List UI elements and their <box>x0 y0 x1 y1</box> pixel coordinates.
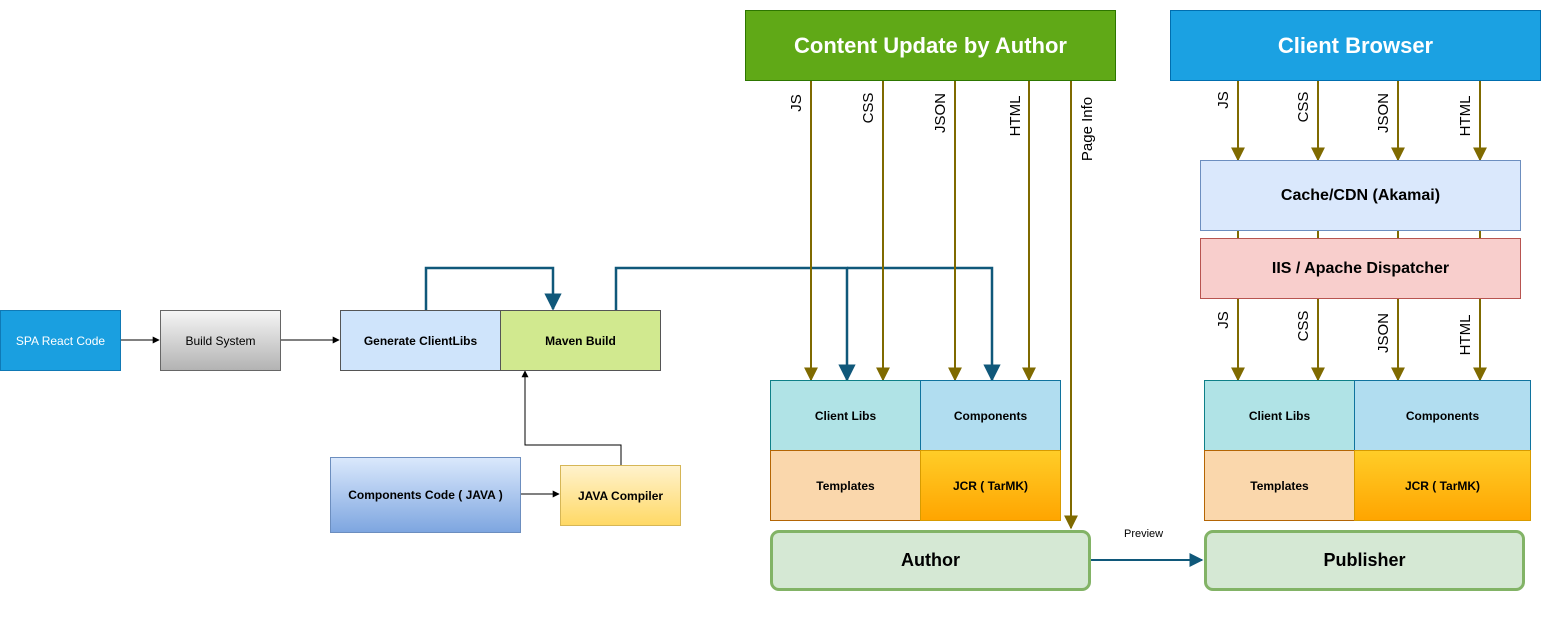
browser-flow-label-css-bottom: CSS <box>1295 308 1312 344</box>
generate-clientlibs-node: Generate ClientLibs <box>340 310 501 371</box>
browser-flow-label-json-bottom: JSON <box>1375 310 1392 356</box>
publisher-templates-cell: Templates <box>1204 450 1355 521</box>
author-flow-label-page-info: Page Info <box>1079 94 1096 164</box>
publisher-jcr-tarmk-cell: JCR ( TarMK) <box>1354 450 1531 521</box>
client-browser-node: Client Browser <box>1170 10 1541 81</box>
content-update-by-author-node: Content Update by Author <box>745 10 1116 81</box>
browser-flow-label-css-top: CSS <box>1295 89 1312 125</box>
browser-flow-label-html-top: HTML <box>1457 93 1474 139</box>
edge-compiler-to-maven <box>521 370 622 465</box>
browser-flow-label-js-bottom: JS <box>1215 309 1232 331</box>
author-flow-label-js: JS <box>788 92 805 114</box>
edge-maven-to-author-components <box>847 266 1001 382</box>
author-node: Author <box>770 530 1091 591</box>
author-flow-label-json: JSON <box>932 90 949 136</box>
maven-build-node: Maven Build <box>500 310 661 371</box>
author-templates-cell: Templates <box>770 450 921 521</box>
java-compiler-node: JAVA Compiler <box>560 465 681 526</box>
author-flow-label-html: HTML <box>1007 93 1024 139</box>
components-code-java-node: Components Code ( JAVA ) <box>330 457 521 533</box>
publisher-node: Publisher <box>1204 530 1525 591</box>
author-jcr-tarmk-cell: JCR ( TarMK) <box>920 450 1061 521</box>
browser-flow-label-js-top: JS <box>1215 89 1232 111</box>
spa-react-code-node: SPA React Code <box>0 310 121 371</box>
edge-clientlibs-to-maven <box>424 266 562 311</box>
edge-maven-to-author-clientlibs <box>614 266 856 382</box>
browser-flow-label-json-top: JSON <box>1375 90 1392 136</box>
browser-flow-label-html-bottom: HTML <box>1457 312 1474 358</box>
cache-cdn-akamai-node: Cache/CDN (Akamai) <box>1200 160 1521 231</box>
author-client-libs-cell: Client Libs <box>770 380 921 451</box>
build-system-node: Build System <box>160 310 281 371</box>
preview-edge-label: Preview <box>1124 528 1164 540</box>
author-flow-label-css: CSS <box>860 90 877 126</box>
publisher-components-cell: Components <box>1354 380 1531 451</box>
publisher-client-libs-cell: Client Libs <box>1204 380 1355 451</box>
author-components-cell: Components <box>920 380 1061 451</box>
iis-apache-dispatcher-node: IIS / Apache Dispatcher <box>1200 238 1521 299</box>
